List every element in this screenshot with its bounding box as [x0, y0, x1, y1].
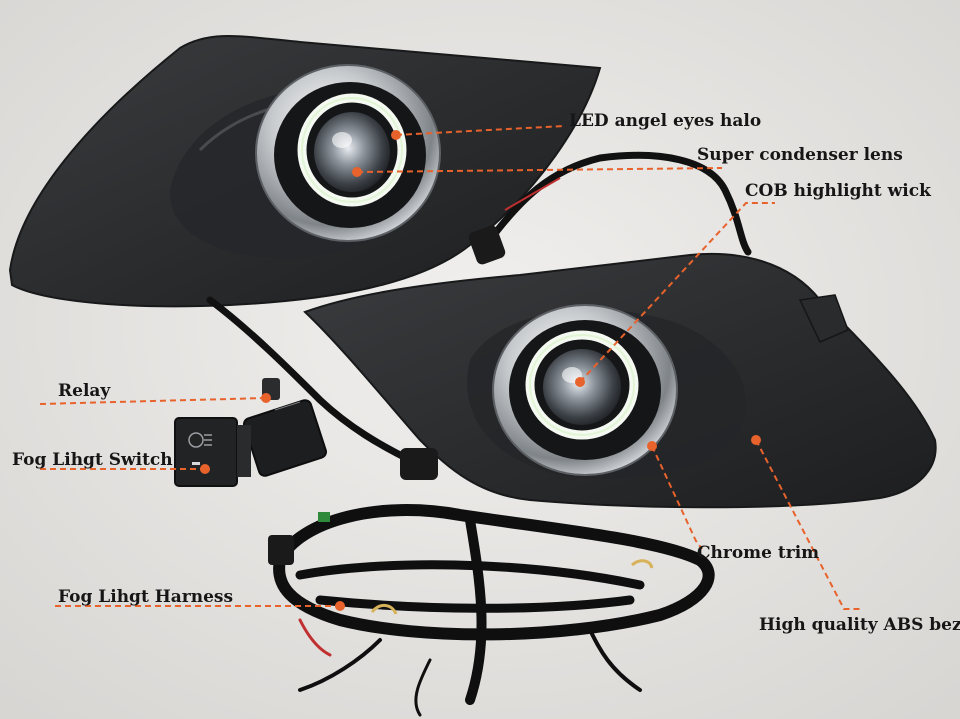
lamp-wires: [206, 151, 752, 464]
callout-dot-abs-bezel: [751, 435, 761, 445]
callout-dot-relay: [261, 393, 271, 403]
callout-line-condenser-lens: [356, 167, 723, 173]
label-relay: Relay: [58, 381, 111, 401]
callout-dot-harness: [335, 601, 345, 611]
label-harness: Fog Lihgt Harness: [58, 587, 234, 607]
callout-line-chrome-trim: [651, 445, 703, 550]
label-chrome-trim: Chrome trim: [697, 543, 820, 563]
right-lamp-assembly: [492, 304, 678, 476]
callout-dot-cob-wick: [575, 377, 585, 387]
callout-line-abs-bezel: [755, 439, 862, 610]
callouts: [39, 125, 862, 610]
relay: [243, 378, 327, 477]
callout-line-led-halo: [395, 125, 565, 136]
label-fog-switch: Fog Lihgt Switch: [12, 450, 173, 470]
harness-connectors: [268, 512, 654, 615]
left-lamp-assembly: [255, 64, 441, 242]
callout-dot-fog-switch: [200, 464, 210, 474]
callout-dot-condenser-lens: [352, 167, 362, 177]
label-led-halo: LED angel eyes halo: [569, 111, 762, 131]
label-cob-wick: COB highlight wick: [745, 181, 931, 201]
callout-dot-led-halo: [391, 130, 401, 140]
fog-switch: [174, 417, 251, 487]
lamp-connectors: [400, 177, 561, 480]
callout-line-cob-wick: [579, 202, 775, 383]
callout-dots: [200, 130, 761, 611]
label-condenser-lens: Super condenser lens: [697, 145, 903, 165]
label-abs-bezel: High quality ABS bezel: [759, 615, 960, 635]
wiring-harness: [273, 504, 715, 717]
callout-line-relay: [39, 397, 267, 405]
callout-dot-chrome-trim: [647, 441, 657, 451]
